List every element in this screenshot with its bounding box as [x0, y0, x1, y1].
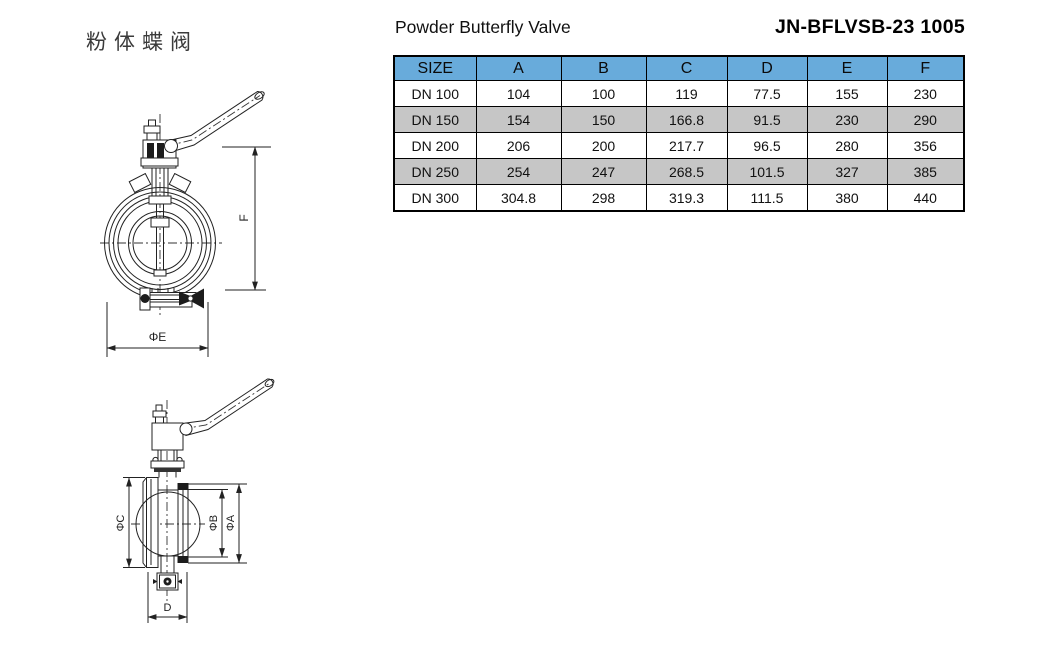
knob-cap — [143, 125, 161, 134]
cell: 154 — [475, 106, 562, 133]
col-header-size: SIZE — [393, 55, 477, 81]
cell: 304.8 — [475, 184, 562, 212]
bottom-clamp — [139, 287, 204, 311]
col-header-d: D — [726, 55, 808, 81]
cell: 91.5 — [726, 106, 808, 133]
cell: 298 — [560, 184, 647, 212]
dimension-f: F — [222, 146, 271, 291]
table-row: DN 250 254 247 268.5 101.5 327 385 — [393, 158, 965, 185]
handle-tip — [254, 91, 265, 100]
cell: 230 — [806, 106, 888, 133]
front-view-drawing: F ΦE — [100, 90, 271, 357]
dimension-table: SIZE A B C D E F DN 100 104 100 119 77.5… — [393, 55, 965, 212]
valve-body-side — [135, 477, 201, 591]
cell-size: DN 300 — [393, 184, 477, 212]
cell-size: DN 250 — [393, 158, 477, 185]
right-lug — [168, 172, 192, 194]
clamp-bolt — [140, 294, 150, 303]
handle-pivot — [179, 422, 193, 436]
title-bar: Powder Butterfly Valve JN-BFLVSB-23 1005 — [395, 16, 965, 39]
handle-lever — [170, 90, 264, 153]
cell: 166.8 — [645, 106, 728, 133]
wing-nut — [179, 291, 191, 306]
side-view-drawing: ΦC ΦB ΦA D — [115, 378, 275, 623]
col-header-e: E — [806, 55, 888, 81]
valve-stem — [148, 166, 172, 277]
cell: 327 — [806, 158, 888, 185]
dimension-d: D — [147, 572, 188, 623]
handle-pivot — [164, 139, 178, 153]
model-number: JN-BFLVSB-23 1005 — [774, 16, 965, 38]
dim-label-c: ΦC — [115, 515, 127, 532]
dim-label-b: ΦB — [208, 515, 220, 531]
dimension-b: ΦB — [188, 489, 228, 558]
cell-size: DN 200 — [393, 132, 477, 159]
handle-lever — [185, 378, 274, 437]
neck-flange — [150, 450, 185, 478]
mount-flange — [150, 460, 185, 469]
cell: 356 — [886, 132, 965, 159]
cell: 77.5 — [726, 80, 808, 107]
handle-assembly — [140, 90, 265, 169]
dim-label-a: ΦA — [225, 514, 237, 531]
cell-size: DN 150 — [393, 106, 477, 133]
table-header-row: SIZE A B C D E F — [393, 55, 965, 81]
cell: 247 — [560, 158, 647, 185]
cell: 217.7 — [645, 132, 728, 159]
cell: 280 — [806, 132, 888, 159]
cell: 440 — [886, 184, 965, 212]
cell: 230 — [886, 80, 965, 107]
table-row: DN 100 104 100 119 77.5 155 230 — [393, 80, 965, 107]
cell: 101.5 — [726, 158, 808, 185]
seat-gasket-bottom — [178, 556, 188, 563]
col-header-a: A — [475, 55, 562, 81]
cell: 385 — [886, 158, 965, 185]
cell: 150 — [560, 106, 647, 133]
left-lug — [128, 172, 152, 194]
cell: 206 — [475, 132, 562, 159]
handle-tip — [264, 378, 275, 388]
dim-label-f: F — [237, 214, 251, 221]
dim-label-d: D — [164, 602, 172, 614]
cell: 290 — [886, 106, 965, 133]
cell: 319.3 — [645, 184, 728, 212]
chinese-title: 粉体蝶阀 — [86, 31, 198, 54]
seat-gasket-top — [178, 483, 188, 490]
dim-label-e: ΦE — [149, 330, 167, 344]
cell: 155 — [806, 80, 888, 107]
dimension-c: ΦC — [115, 477, 145, 568]
cell: 200 — [560, 132, 647, 159]
cell: 104 — [475, 80, 562, 107]
actuator-housing — [151, 422, 184, 451]
table-row: DN 150 154 150 166.8 91.5 230 290 — [393, 106, 965, 133]
cell: 268.5 — [645, 158, 728, 185]
cell: 96.5 — [726, 132, 808, 159]
col-header-f: F — [886, 55, 965, 81]
col-header-b: B — [560, 55, 647, 81]
table-row: DN 300 304.8 298 319.3 111.5 380 440 — [393, 184, 965, 212]
cell: 119 — [645, 80, 728, 107]
dimension-e: ΦE — [106, 302, 209, 357]
cell: 100 — [560, 80, 647, 107]
knob-pin — [155, 404, 163, 412]
product-title: Powder Butterfly Valve — [395, 17, 571, 37]
dimension-a: ΦA — [188, 483, 247, 564]
mount-plate — [140, 157, 179, 167]
handle-assembly — [151, 378, 275, 451]
knob-cap — [152, 410, 167, 418]
table-row: DN 200 206 200 217.7 96.5 280 356 — [393, 132, 965, 159]
cell-size: DN 100 — [393, 80, 477, 107]
gasket-band — [154, 468, 181, 472]
cell: 380 — [806, 184, 888, 212]
col-header-c: C — [645, 55, 728, 81]
cell: 254 — [475, 158, 562, 185]
cell: 111.5 — [726, 184, 808, 212]
